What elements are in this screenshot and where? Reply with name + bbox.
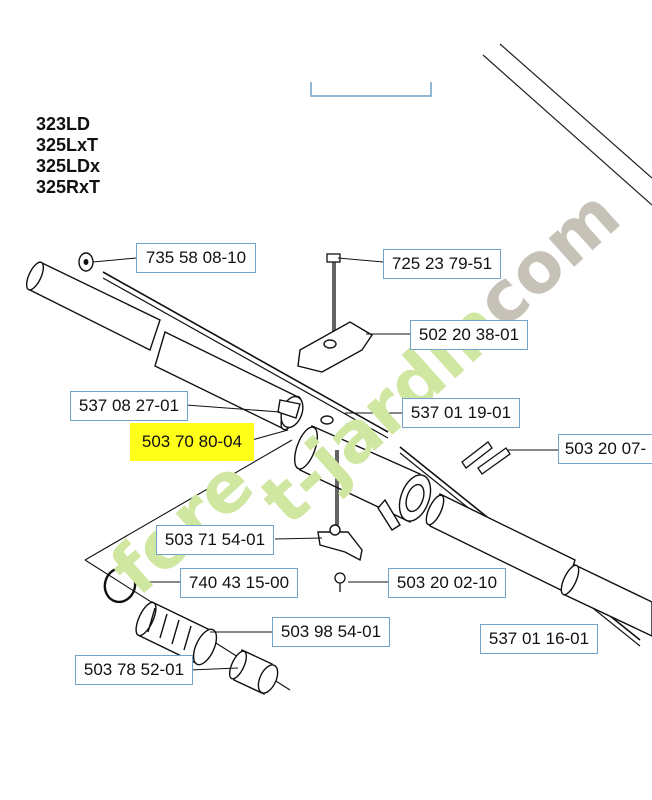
side-screws [461,441,511,475]
end-cap [228,649,279,695]
drive-shaft [102,277,389,439]
part-label-503-20-02-10[interactable]: 503 20 02-10 [388,568,506,598]
part-label-537-01-16-01[interactable]: 537 01 16-01 [480,624,598,654]
model-name: 325LxT [36,135,99,155]
drive-shaft [102,271,389,433]
part-label-highlighted[interactable]: 503 70 80-04 [130,423,254,461]
bolt-top [326,253,341,335]
part-label-503-78-52-01[interactable]: 503 78 52-01 [75,655,193,685]
coupling-housing [293,415,432,531]
model-name: 325RxT [36,177,101,197]
leader-lines [92,257,558,671]
o-ring [103,566,137,604]
model-name: 323LD [36,114,91,134]
part-label-503-98-54-01[interactable]: 503 98 54-01 [272,617,390,647]
part-label-537-01-19-01[interactable]: 537 01 19-01 [402,398,520,428]
model-name: 325LDx [36,156,101,176]
part-label-735-58-08-10[interactable]: 735 58 08-10 [136,243,256,273]
border-line [499,43,652,179]
frame-fragment [310,82,432,97]
model-list: 323LD 325LxT 325LDx 325RxT [36,114,100,198]
screw-small [334,572,346,592]
part-label-537-08-27-01[interactable]: 537 08 27-01 [70,391,188,421]
bushing [135,601,218,666]
knob [297,321,373,373]
explode-line [84,439,293,561]
clamp-ring [277,395,304,429]
border-line [482,54,652,206]
right-tube [425,493,652,637]
part-label-503-71-54-01[interactable]: 503 71 54-01 [156,525,274,555]
part-label-502-20-38-01[interactable]: 502 20 38-01 [410,320,528,350]
part-label-740-43-15-00[interactable]: 740 43 15-00 [180,568,298,598]
clip-plate [317,524,363,562]
part-label-503-20-07[interactable]: 503 20 07- [558,434,652,464]
part-label-725-23-79-51[interactable]: 725 23 79-51 [383,249,501,279]
